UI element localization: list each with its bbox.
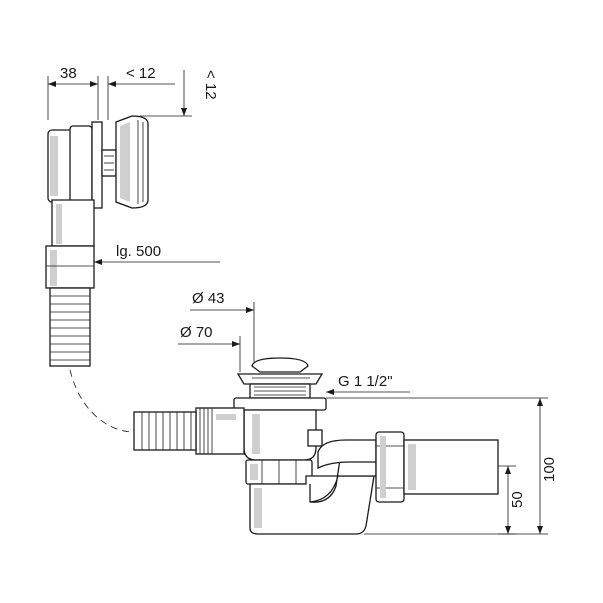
gap-12-horizontal-label: < 12 xyxy=(126,65,156,82)
hose-length-label: lg. 500 xyxy=(116,243,161,260)
corrugated-hose-inlet xyxy=(133,411,197,451)
diameter-70-label: Ø 70 xyxy=(180,324,213,341)
height-50-label: 50 xyxy=(509,491,526,508)
width-38-label: 38 xyxy=(60,65,77,82)
height-dimensions: 100 50 xyxy=(326,397,558,535)
gap-12-vertical-label: < 12 xyxy=(202,70,219,100)
height-100-label: 100 xyxy=(541,457,558,482)
waste-trap-assembly: Ø 43 Ø 70 G 1 1/2" xyxy=(133,290,499,535)
overflow-assembly: 38 < 12 < 12 xyxy=(45,65,220,433)
corrugated-hose-top xyxy=(49,287,91,367)
thread-size-label: G 1 1/2" xyxy=(338,373,393,390)
diameter-43-label: Ø 43 xyxy=(192,290,225,307)
